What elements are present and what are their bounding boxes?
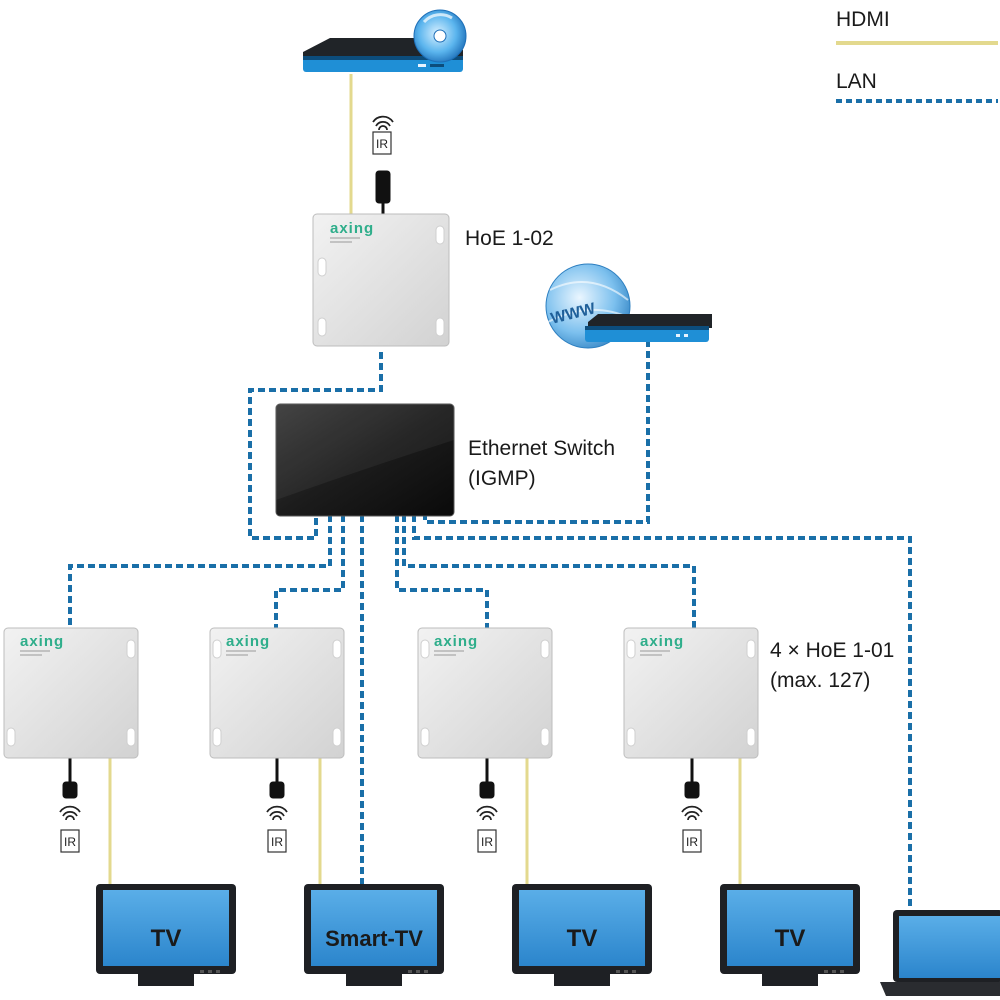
receiver-brand-logo: axing [226,633,270,650]
switch-label-line1: Ethernet Switch [468,437,616,460]
receiver-box [3,627,139,759]
ir-sensor-icon [372,115,394,155]
ir-label: IR [376,137,388,151]
ir-label: IR [271,835,283,849]
ethernet-switch [275,403,455,517]
legend [836,41,998,103]
displays [96,884,860,986]
ir-sensor-icons [59,805,703,853]
receiver-boxes [3,627,759,759]
ir-cables [62,170,700,799]
display-label: TV [567,925,598,952]
receiver-brand-logo: axing [640,633,684,650]
lan-cables [68,340,912,912]
receiver-brand-logo: axing [434,633,478,650]
bluray-player-icon [303,9,467,72]
ir-label: IR [64,835,76,849]
display-label: TV [151,925,182,952]
laptop-icon [880,910,1000,996]
transmitter-brand-logo: axing [330,220,374,237]
ir-sensor-icon [266,805,288,853]
tv-display [512,884,652,986]
ir-label: IR [686,835,698,849]
tv-display [720,884,860,986]
receiver-box [209,627,345,759]
display-label: Smart-TV [325,926,423,951]
smart-tv-display [304,884,444,986]
hdmi-cables [108,74,742,888]
ir-sensor-icon [681,805,703,853]
ir-sensor-icon [476,805,498,853]
receiver-box [417,627,553,759]
receivers-label-line2: (max. 127) [770,669,871,692]
internet-router-icon [545,263,712,349]
ir-sensor-icon [59,805,81,853]
ir-label: IR [481,835,493,849]
receiver-box [623,627,759,759]
receiver-brand-logo: axing [20,633,64,650]
switch-label-line2: (IGMP) [468,467,536,490]
transmitter-box [312,213,450,347]
transmitter-label: HoE 1-02 [465,227,554,250]
legend-lan-label: LAN [836,70,877,93]
legend-hdmi-label: HDMI [836,8,890,31]
display-label: TV [775,925,806,952]
tv-display [96,884,236,986]
receivers-label-line1: 4 × HoE 1-01 [770,639,895,662]
